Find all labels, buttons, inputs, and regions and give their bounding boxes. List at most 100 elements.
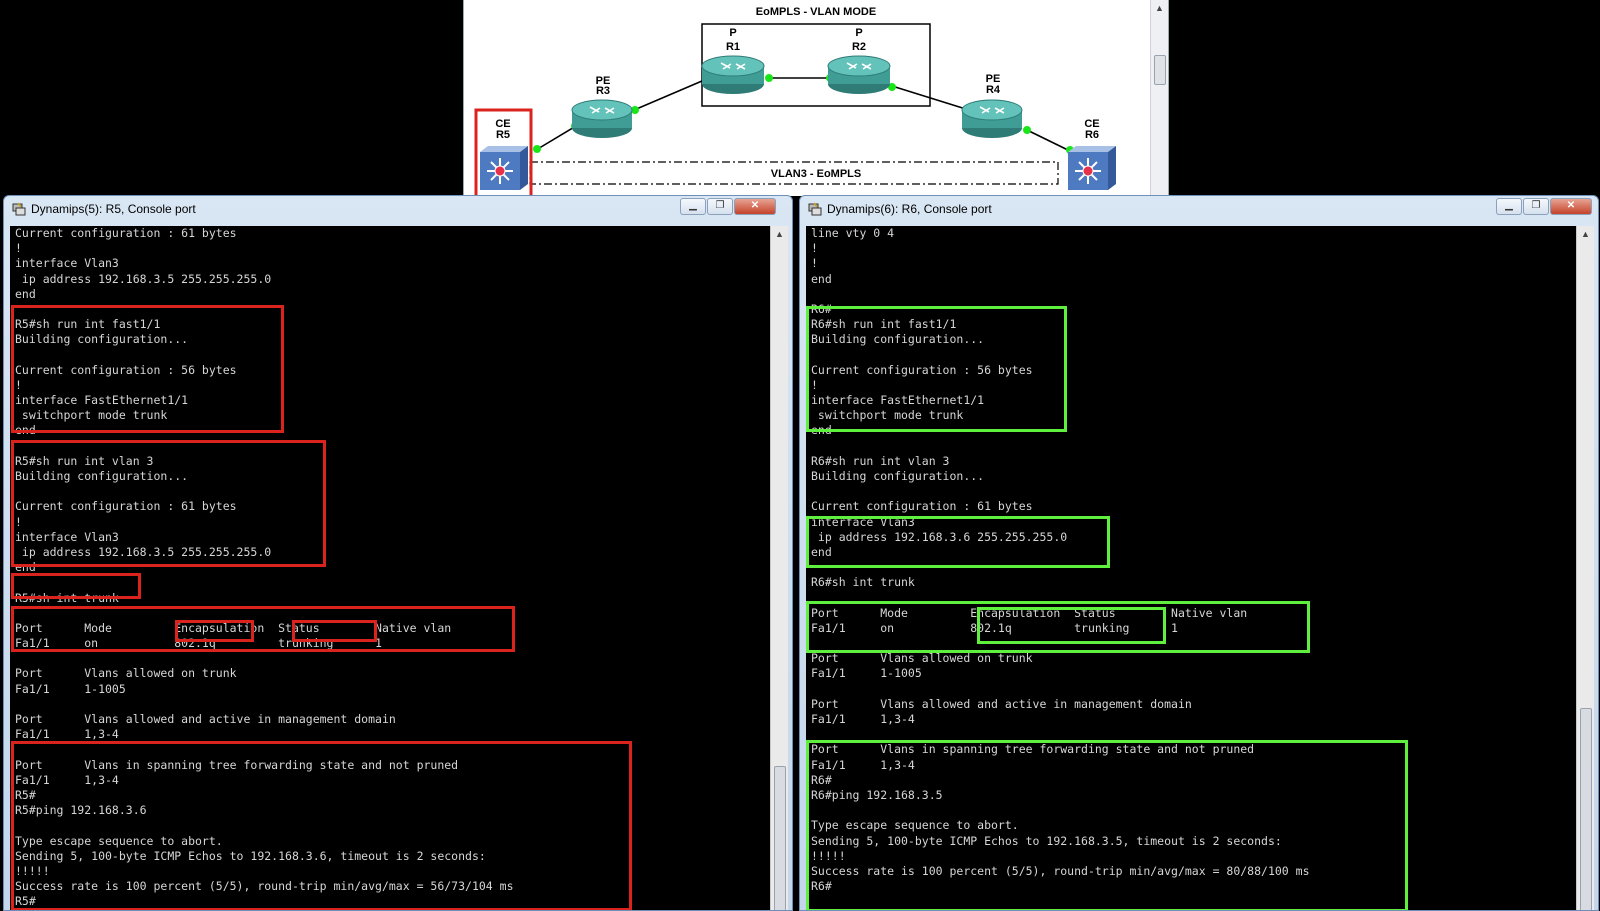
- terminal-line: Type escape sequence to abort.: [15, 833, 223, 848]
- terminal-line: [15, 742, 514, 757]
- r6-name-label: R6: [1085, 129, 1099, 141]
- terminal-scrollbar[interactable]: ▲: [770, 226, 788, 910]
- scroll-up-icon[interactable]: ▲: [1581, 229, 1590, 239]
- terminal-line: R5#sh int trunk: [15, 590, 119, 605]
- topology-window: EoMPLS - VLAN MODE VLAN3 - EoMPLS CE R5 …: [463, 0, 1169, 196]
- terminal-line: [811, 682, 1310, 697]
- scroll-up-icon[interactable]: ▲: [775, 229, 784, 239]
- terminal-line: Fa1/1 on 802.1q trunking 1: [15, 636, 382, 651]
- maximize-button[interactable]: ❐: [707, 198, 733, 215]
- r2-role-label: P: [855, 27, 862, 39]
- terminal-line: Fa1/1 1,3-4: [811, 712, 915, 726]
- terminal-line: R5#: [15, 787, 36, 802]
- terminal-line: R6#sh run int fast1/1: [811, 317, 957, 332]
- terminal-line: Current configuration : 56 bytes: [811, 362, 1033, 377]
- terminal-line: [15, 818, 514, 833]
- window-title: Dynamips(6): R6, Console port: [827, 202, 992, 216]
- r2-name-label: R2: [852, 41, 866, 53]
- terminal-line: line vty 0 4: [811, 226, 895, 240]
- terminal-line: [811, 803, 1310, 818]
- terminal-line: !!!!!: [811, 848, 846, 863]
- terminal-line: interface FastEthernet1/1: [811, 393, 985, 408]
- r3-role-label: PE: [596, 75, 611, 87]
- terminal-line: [15, 484, 514, 499]
- terminal-line: !!!!!: [15, 863, 50, 878]
- minimize-button[interactable]: ▁: [680, 198, 706, 215]
- terminal-line: interface Vlan3: [15, 529, 119, 544]
- maximize-button[interactable]: ❐: [1523, 198, 1549, 215]
- terminal-cursor: [826, 909, 834, 910]
- putty-icon: [808, 202, 822, 216]
- r4-name-label: R4: [986, 84, 1001, 96]
- r5-name-label: R5: [496, 129, 510, 141]
- title-bar[interactable]: Dynamips(6): R6, Console port ▁ ❐ ✕: [800, 196, 1598, 222]
- r5-highlight-box: [474, 108, 533, 196]
- terminal-line: Current configuration : 56 bytes: [15, 362, 237, 377]
- topology-scrollbar[interactable]: ▲: [1150, 0, 1168, 196]
- router-r2-icon[interactable]: [827, 55, 891, 94]
- terminal-line: Type escape sequence to abort.: [811, 818, 1019, 833]
- terminal-line: Current configuration : 61 bytes: [15, 499, 237, 514]
- terminal-line: Success rate is 100 percent (5/5), round…: [15, 879, 514, 894]
- router-r4-icon[interactable]: [961, 99, 1023, 138]
- terminal-line: !: [15, 241, 22, 256]
- terminal-line: Port Vlans allowed and active in managem…: [811, 696, 1192, 711]
- terminal-line: [811, 348, 1310, 363]
- terminal-line: [811, 591, 1310, 606]
- scroll-thumb[interactable]: [774, 766, 786, 910]
- switch-r5-icon[interactable]: [480, 146, 528, 190]
- terminal-line: interface Vlan3: [15, 256, 119, 271]
- terminal-line: Port Mode Encapsulation Status Native vl…: [15, 620, 452, 635]
- terminal-line: [15, 606, 514, 621]
- terminal-line: R6#: [811, 772, 832, 787]
- terminal-line: Fa1/1 on 802.1q trunking 1: [811, 620, 1178, 635]
- terminal-output: Current configuration : 61 bytes!interfa…: [15, 226, 514, 909]
- terminal-line: switchport mode trunk: [811, 408, 964, 423]
- terminal-line: interface Vlan3: [811, 514, 915, 529]
- terminal-line: Fa1/1 1,3-4: [15, 727, 119, 742]
- close-button[interactable]: ✕: [734, 198, 776, 215]
- scroll-thumb[interactable]: [1580, 708, 1592, 910]
- scroll-up-icon[interactable]: ▲: [1155, 3, 1164, 13]
- r1-name-label: R1: [726, 41, 740, 53]
- terminal-line: R5#: [15, 894, 36, 909]
- terminal-scrollbar[interactable]: ▲: [1576, 226, 1594, 910]
- terminal-line: end: [15, 286, 36, 301]
- r5-role-label: CE: [495, 118, 510, 130]
- terminal-line: Building configuration...: [15, 332, 189, 347]
- terminal-line: Success rate is 100 percent (5/5), round…: [811, 863, 1310, 878]
- terminal-line: [811, 560, 1310, 575]
- terminal-line: Building configuration...: [811, 469, 985, 483]
- terminal-line: R5#ping 192.168.3.6: [15, 803, 147, 818]
- terminal-line: [15, 697, 514, 712]
- topology-title: EoMPLS - VLAN MODE: [756, 6, 876, 18]
- terminal-line: ip address 192.168.3.5 255.255.255.0: [15, 271, 272, 286]
- terminal-line: Port Vlans allowed and active in managem…: [15, 712, 396, 726]
- switch-r6-icon[interactable]: [1068, 146, 1116, 190]
- console-window-r5[interactable]: Dynamips(5): R5, Console port ▁ ❐ ✕ Curr…: [3, 195, 793, 911]
- terminal-line: Building configuration...: [811, 332, 985, 347]
- close-button[interactable]: ✕: [1550, 198, 1592, 215]
- terminal-line: end: [15, 560, 36, 575]
- terminal-line: [15, 575, 514, 590]
- r6-role-label: CE: [1084, 118, 1099, 130]
- title-bar[interactable]: Dynamips(5): R5, Console port ▁ ❐ ✕: [4, 196, 792, 222]
- terminal-area[interactable]: Current configuration : 61 bytes!interfa…: [10, 226, 788, 910]
- terminal-line: R6#: [811, 879, 832, 894]
- console-window-r6[interactable]: Dynamips(6): R6, Console port ▁ ❐ ✕ line…: [799, 195, 1599, 911]
- terminal-line: R5#sh run int vlan 3: [15, 453, 154, 468]
- terminal-line: Building configuration...: [15, 469, 189, 483]
- terminal-line: Port Vlans allowed on trunk: [15, 666, 237, 681]
- terminal-line: end: [811, 271, 832, 286]
- router-r3-icon[interactable]: [571, 99, 633, 138]
- terminal-line: [15, 651, 514, 666]
- terminal-line: Current configuration : 61 bytes: [811, 499, 1033, 514]
- router-r1-icon[interactable]: [701, 55, 765, 94]
- r3-name-label: R3: [596, 85, 610, 97]
- scroll-thumb[interactable]: [1154, 55, 1166, 85]
- topology-canvas: EoMPLS - VLAN MODE VLAN3 - EoMPLS CE R5 …: [474, 6, 1116, 196]
- r4-role-label: PE: [986, 73, 1001, 85]
- minimize-button[interactable]: ▁: [1496, 198, 1522, 215]
